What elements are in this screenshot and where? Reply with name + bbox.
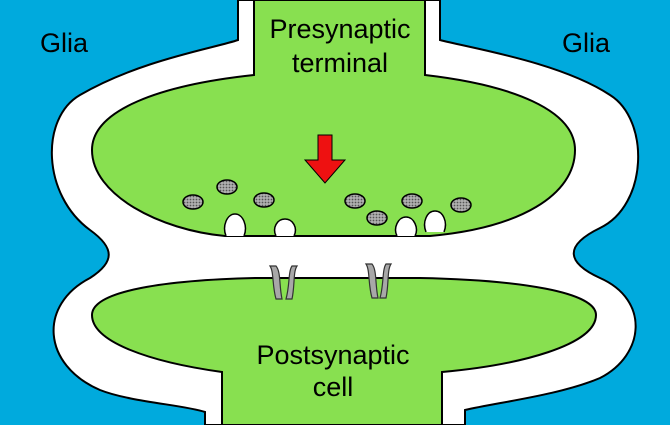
presynaptic-terminal <box>90 0 577 237</box>
postsynaptic-label-line2: cell <box>313 372 354 402</box>
glia-right-label: Glia <box>562 28 611 58</box>
fusing-vesicle-group <box>223 210 447 237</box>
receptor-channel <box>268 265 299 300</box>
vesicle <box>401 193 423 209</box>
vesicle <box>450 197 472 213</box>
vesicle <box>344 193 366 209</box>
postsynaptic-cell <box>90 277 598 425</box>
fusing-vesicle <box>223 213 247 237</box>
glia-left-label: Glia <box>40 28 89 58</box>
vesicle-group <box>182 179 472 226</box>
receptor-channel <box>364 263 393 299</box>
down-arrow-icon <box>303 134 347 184</box>
fusing-vesicle <box>423 210 447 233</box>
receptor-group <box>268 263 393 300</box>
vesicle <box>253 192 275 208</box>
presynaptic-label-line2: terminal <box>292 48 388 78</box>
postsynaptic-label-line1: Postsynaptic <box>256 340 409 370</box>
vesicle <box>182 194 204 210</box>
presynaptic-label-line1: Presynaptic <box>269 14 410 44</box>
fusing-vesicle <box>273 218 297 237</box>
fusing-vesicle <box>394 216 418 237</box>
vesicle <box>366 210 388 226</box>
vesicle <box>216 179 238 195</box>
